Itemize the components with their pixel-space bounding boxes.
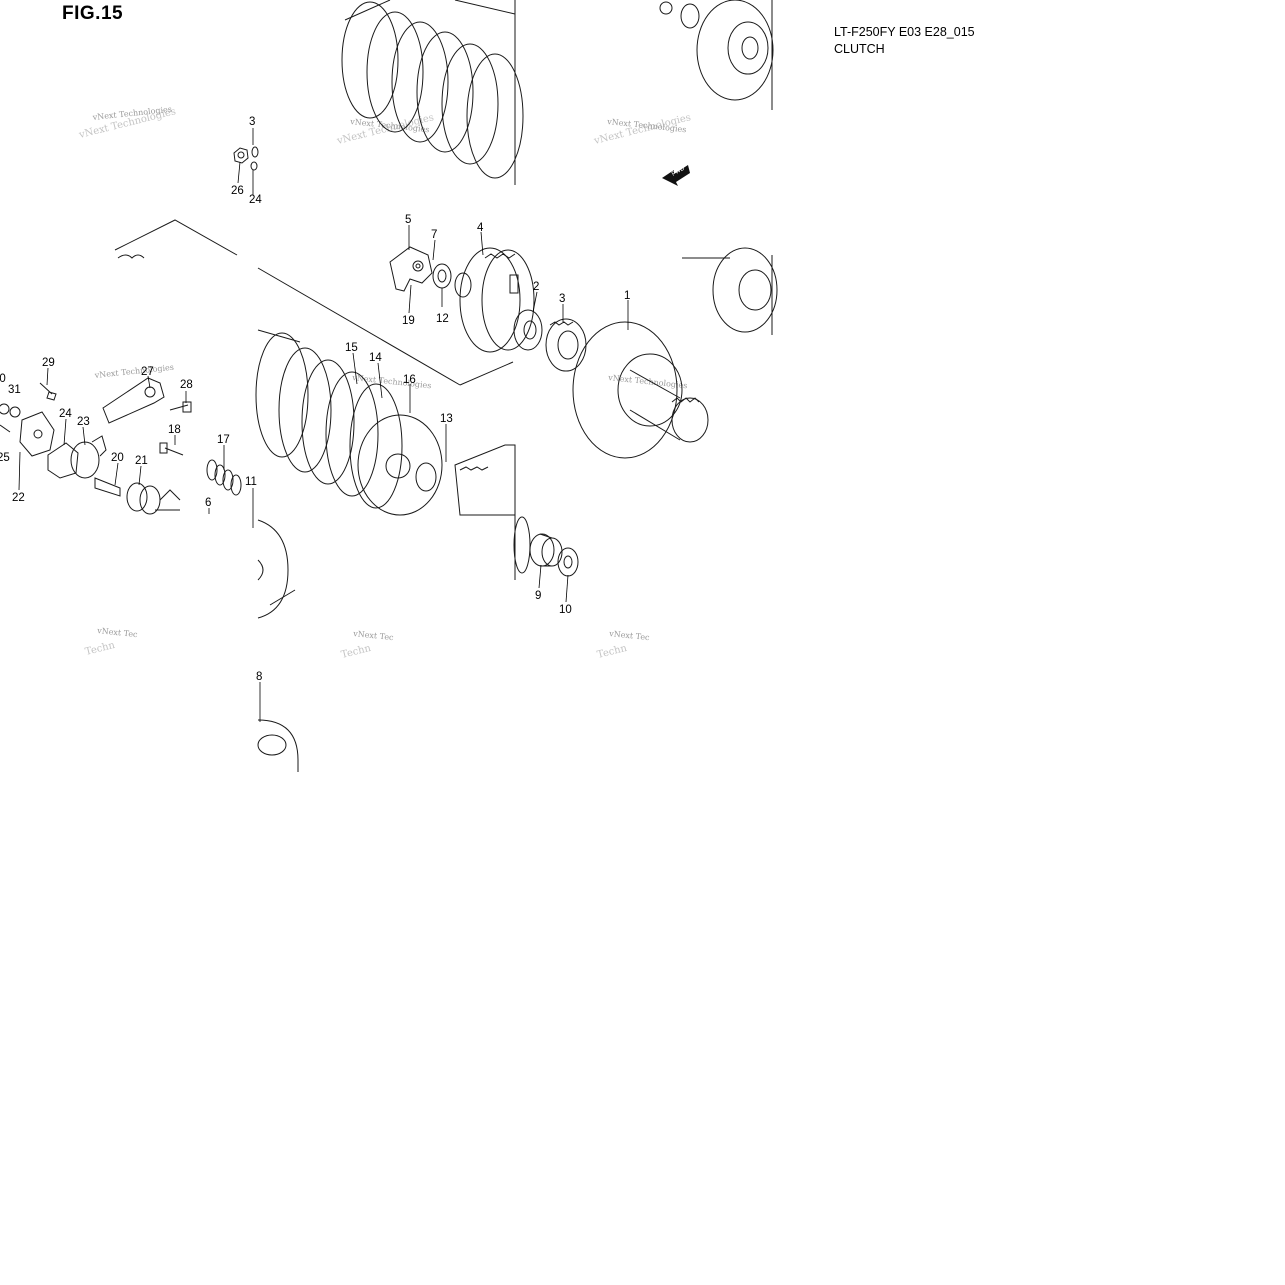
washer-30	[0, 403, 10, 415]
callout-15: 15	[345, 342, 358, 354]
callout-31: 31	[8, 384, 21, 396]
callout-27: 27	[141, 366, 154, 378]
clutch-drum-1	[572, 321, 709, 459]
collar-2	[513, 309, 543, 351]
callout-7: 7	[431, 229, 437, 241]
callout-26: 26	[231, 185, 244, 197]
watermark: vNext Tec	[352, 629, 395, 642]
callout-20: 20	[111, 452, 124, 464]
callout-24: 24	[59, 408, 72, 420]
clutch-housing-top-right	[659, 0, 774, 110]
callout-14: 14	[369, 352, 382, 364]
cover-outline	[114, 219, 514, 386]
callout-16: 16	[403, 374, 416, 386]
bearing-3	[545, 318, 587, 372]
watermark: vNext Technologies	[351, 373, 432, 390]
callout-6: 6	[205, 497, 211, 509]
nut-26	[233, 146, 259, 171]
callouts: 1 2 3 4 5 6 7 8 9 10 11 12 13 14 15 16 1…	[0, 116, 630, 683]
clutch-plate-stack-top	[341, 0, 524, 185]
callout-10: 10	[559, 604, 572, 616]
callout-21: 21	[135, 455, 148, 467]
callout-28: 28	[180, 379, 193, 391]
callout-3-top: 3	[249, 116, 255, 128]
bearing-21	[126, 482, 181, 515]
callout-23: 23	[77, 416, 90, 428]
bolt-18	[159, 442, 184, 456]
callout-13: 13	[440, 413, 453, 425]
callout-2: 2	[533, 281, 539, 293]
watermark: vNext Tec	[96, 626, 139, 639]
spring-17	[206, 459, 242, 496]
callout-18: 18	[168, 424, 181, 436]
washer-12	[432, 263, 452, 289]
clutch-plate-stack-mid	[255, 329, 443, 516]
callout-24-top: 24	[249, 194, 262, 206]
watermark: vNext Technologies	[93, 363, 174, 380]
clutch-housing-right	[682, 247, 778, 335]
bolt-29	[39, 382, 57, 401]
collar-9	[529, 533, 563, 567]
callout-4: 4	[477, 222, 484, 234]
callout-17: 17	[217, 434, 230, 446]
release-lever-5	[389, 246, 433, 292]
fwd-arrow: FWD	[662, 165, 690, 186]
figure-title: FIG.15	[62, 3, 124, 24]
callout-11: 11	[245, 476, 257, 488]
watermark: Techn	[84, 640, 117, 658]
plate-24	[47, 442, 79, 479]
callout-9: 9	[535, 590, 541, 602]
plate-22	[19, 411, 55, 457]
callout-25: 25	[0, 452, 10, 464]
callout-12: 12	[436, 313, 449, 325]
callout-29: 29	[42, 357, 55, 369]
washer-10	[557, 547, 579, 577]
callout-22: 22	[12, 492, 25, 504]
section-name: CLUTCH	[834, 42, 885, 56]
bolt-28	[169, 401, 192, 413]
watermark: Techn	[340, 643, 373, 661]
washer-31	[0, 406, 21, 433]
callout-1: 1	[624, 290, 630, 302]
release-arm-27	[102, 377, 165, 424]
callout-30: 30	[0, 373, 6, 385]
callout-3: 3	[559, 293, 565, 305]
pin-20	[94, 477, 121, 497]
watermarks: vNext Technologies vNext Technologies vN…	[77, 105, 692, 661]
washer-19	[454, 272, 472, 298]
watermark: Techn	[596, 643, 629, 661]
housing-fragment-lower	[513, 515, 531, 580]
watermark: vNext Tec	[608, 629, 651, 642]
leader-lines	[18, 128, 629, 722]
clutch-hub-lower	[454, 444, 516, 516]
pressure-plate-4	[459, 247, 535, 353]
model-code: LT-F250FY E03 E28_015	[834, 25, 975, 39]
callout-5: 5	[405, 214, 411, 226]
hub-fragment-8	[257, 719, 299, 772]
callout-8: 8	[256, 671, 262, 683]
callout-19: 19	[402, 315, 415, 327]
hub-fragment-11	[257, 519, 296, 619]
